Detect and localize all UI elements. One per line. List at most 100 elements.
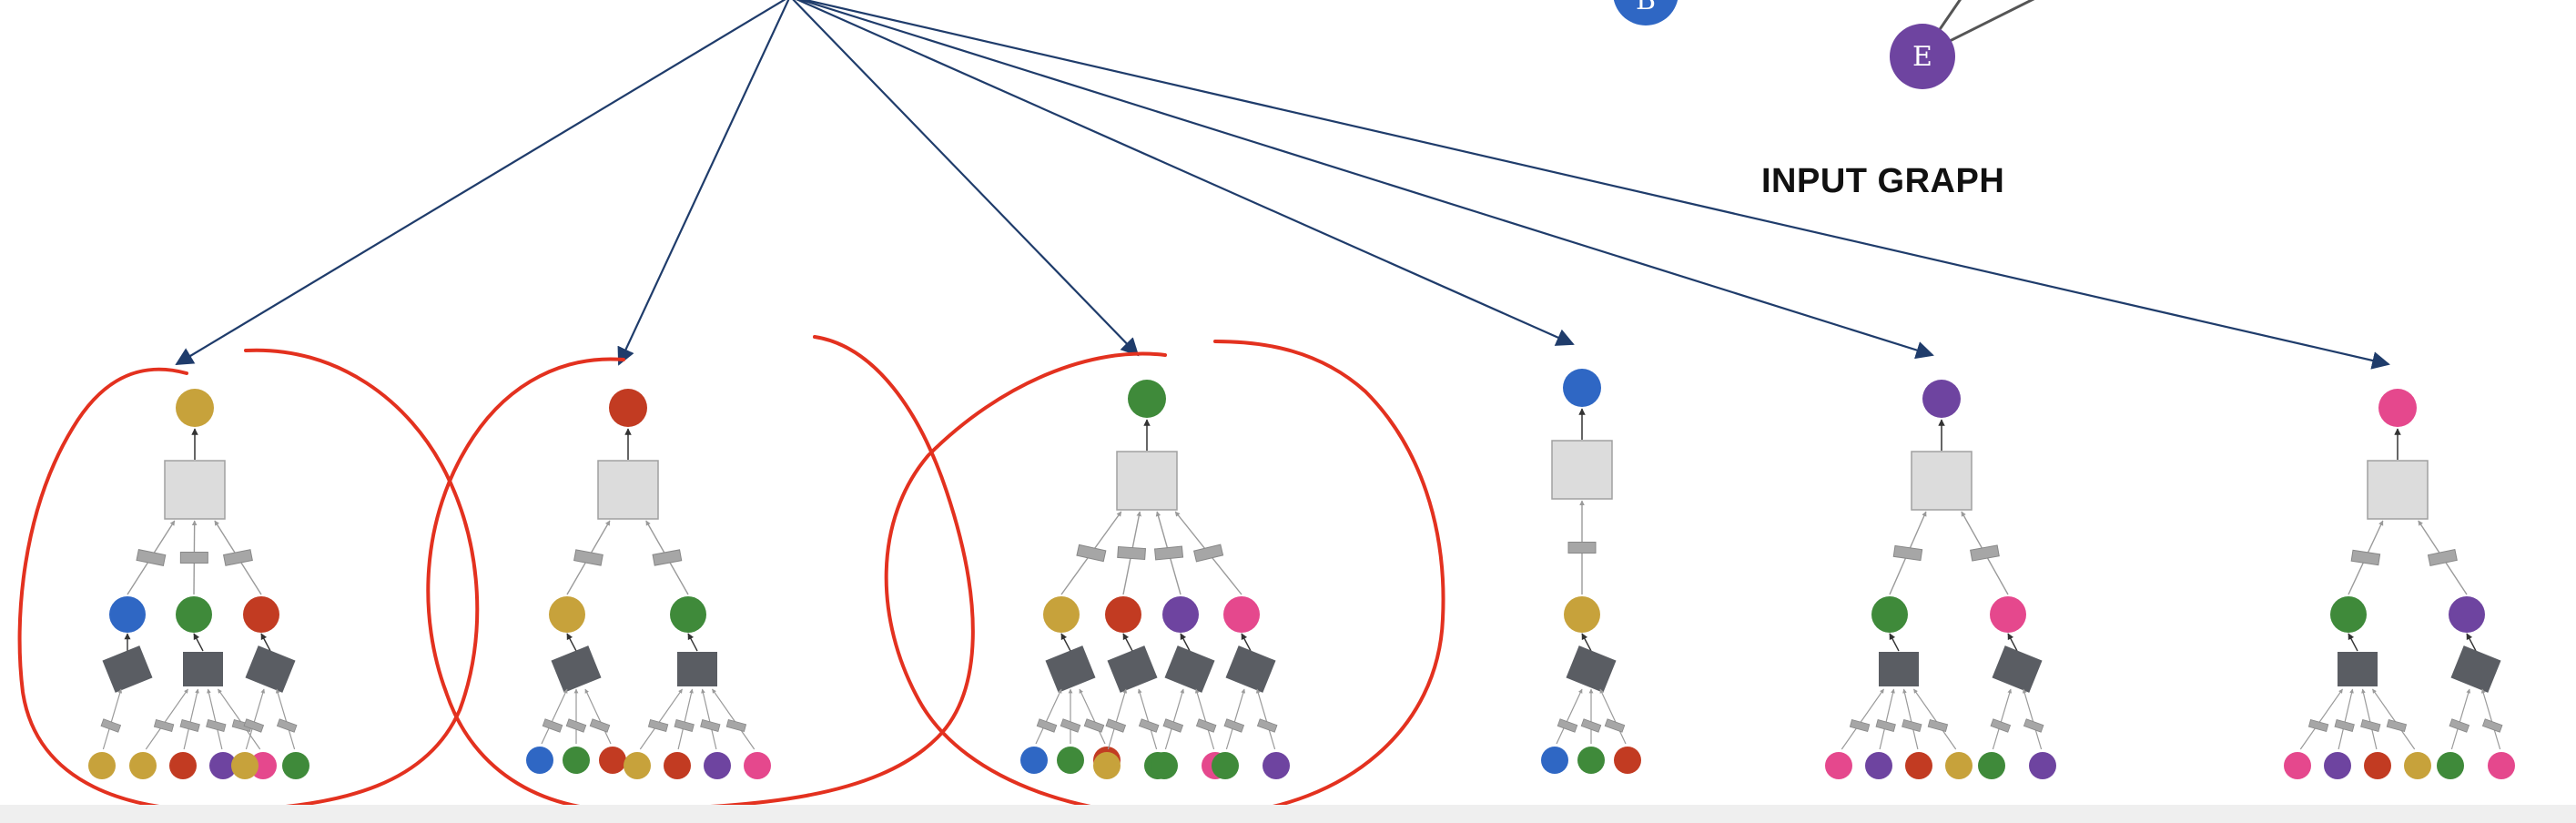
neighbor-aggregator-box	[1164, 645, 1215, 693]
neighbor-aggregator-box	[1879, 652, 1919, 686]
aggregator-box	[164, 460, 226, 520]
message-box	[136, 549, 167, 566]
message-box	[1892, 544, 1923, 562]
tree-root-node	[1128, 380, 1166, 418]
tree-child-node	[176, 596, 212, 633]
tree-root-node	[176, 389, 214, 427]
aggregate-edge	[1889, 633, 1900, 652]
leaf-message-box	[2386, 719, 2408, 732]
aggregate-edge	[2348, 633, 2358, 652]
leaf-message-box	[1083, 718, 1105, 733]
leaf-edge	[245, 688, 266, 750]
message-box	[1567, 542, 1597, 554]
message-box	[1970, 544, 2000, 562]
tree-root-node	[1563, 369, 1601, 407]
leaf-edge	[712, 688, 756, 750]
leaf-edge	[1992, 688, 2013, 750]
tree-child-node	[670, 596, 706, 633]
input-graph-node-b: B	[1613, 0, 1678, 25]
message-box	[1193, 544, 1224, 563]
input-graph-node-e: E	[1890, 24, 1955, 89]
tree-leaf-node	[1212, 752, 1239, 779]
leaf-message-box	[2481, 718, 2503, 733]
leaf-edge	[584, 688, 612, 745]
tree-child-node	[243, 596, 279, 633]
message-box	[652, 549, 683, 566]
leaf-message-box	[725, 719, 747, 732]
leaf-message-box	[674, 719, 695, 732]
leaf-edge	[2022, 688, 2043, 750]
tree-root-node	[2378, 389, 2417, 427]
tree-leaf-node	[1151, 752, 1178, 779]
tree-1	[88, 389, 309, 779]
leaf-message-box	[1256, 718, 1278, 733]
tree-leaf-node	[1057, 747, 1084, 774]
source-arrow	[801, 0, 2390, 370]
leaf-message-box	[1138, 718, 1160, 733]
outline-tree-2	[426, 335, 975, 813]
leaf-message-box	[2334, 719, 2355, 732]
neighbor-aggregator-box	[2338, 652, 2378, 686]
tree-2	[526, 389, 771, 779]
leaf-message-box	[2023, 718, 2044, 733]
neighbor-aggregator-box	[1566, 645, 1617, 693]
tree-child-node	[2449, 596, 2485, 633]
leaf-edge	[1913, 688, 1957, 750]
leaf-message-box	[1557, 718, 1578, 733]
tree-3	[1020, 380, 1290, 779]
leaf-edge	[1079, 688, 1106, 745]
neighbor-aggregator-box	[183, 652, 223, 686]
tree-leaf-node	[563, 747, 590, 774]
tree-child-node	[2330, 596, 2367, 633]
message-box	[222, 549, 253, 566]
leaf-message-box	[1875, 719, 1896, 732]
tree-leaf-node	[1905, 752, 1932, 779]
tree-leaf-node	[704, 752, 731, 779]
leaf-message-box	[243, 718, 265, 733]
leaf-message-box	[1195, 718, 1217, 733]
leaf-edge	[218, 688, 261, 750]
source-arrow	[792, 0, 1140, 357]
leaf-message-box	[153, 719, 175, 732]
message-box	[1117, 545, 1147, 561]
node-b-label: B	[1636, 0, 1656, 16]
input-graph-title: INPUT GRAPH	[1761, 162, 2005, 200]
leaf-message-box	[1902, 719, 1922, 732]
tree-leaf-node	[2404, 752, 2431, 779]
tree-root-node	[1922, 380, 1961, 418]
leaf-message-box	[565, 718, 587, 733]
tree-leaf-node	[1541, 747, 1568, 774]
tree-leaf-node	[209, 752, 237, 779]
aggregate-edge	[2466, 633, 2477, 652]
tree-leaf-node	[2284, 752, 2311, 779]
message-box	[1076, 544, 1107, 563]
leaf-edge	[1255, 688, 1276, 750]
node-e-label: E	[1912, 41, 1932, 73]
aggregator-box	[2367, 460, 2429, 520]
input-graph: B E	[1613, 0, 2035, 89]
leaf-message-box	[542, 718, 563, 733]
source-arrow	[617, 0, 790, 366]
message-box	[2350, 549, 2381, 566]
leaf-edge	[1225, 688, 1246, 750]
tree-child-node	[1162, 596, 1199, 633]
aggregate-edge	[193, 633, 204, 652]
tree-leaf-node	[129, 752, 157, 779]
neighbor-aggregator-box	[245, 645, 296, 693]
tree-6	[2284, 389, 2515, 779]
tree-child-node	[109, 596, 146, 633]
leaf-message-box	[1223, 718, 1245, 733]
tree-leaf-node	[2364, 752, 2391, 779]
leaf-message-box	[1580, 718, 1602, 733]
tree-leaf-node	[231, 752, 259, 779]
leaf-edge	[2480, 688, 2501, 750]
message-box	[179, 551, 208, 564]
tree-5	[1825, 380, 2056, 779]
tree-child-node	[1871, 596, 1908, 633]
source-arrow	[798, 0, 1934, 360]
leaf-edge	[2299, 688, 2343, 750]
leaf-edge	[1841, 688, 1884, 750]
bottom-strip	[0, 805, 2576, 823]
leaf-edge	[2450, 688, 2471, 750]
leaf-edge	[2372, 688, 2416, 750]
